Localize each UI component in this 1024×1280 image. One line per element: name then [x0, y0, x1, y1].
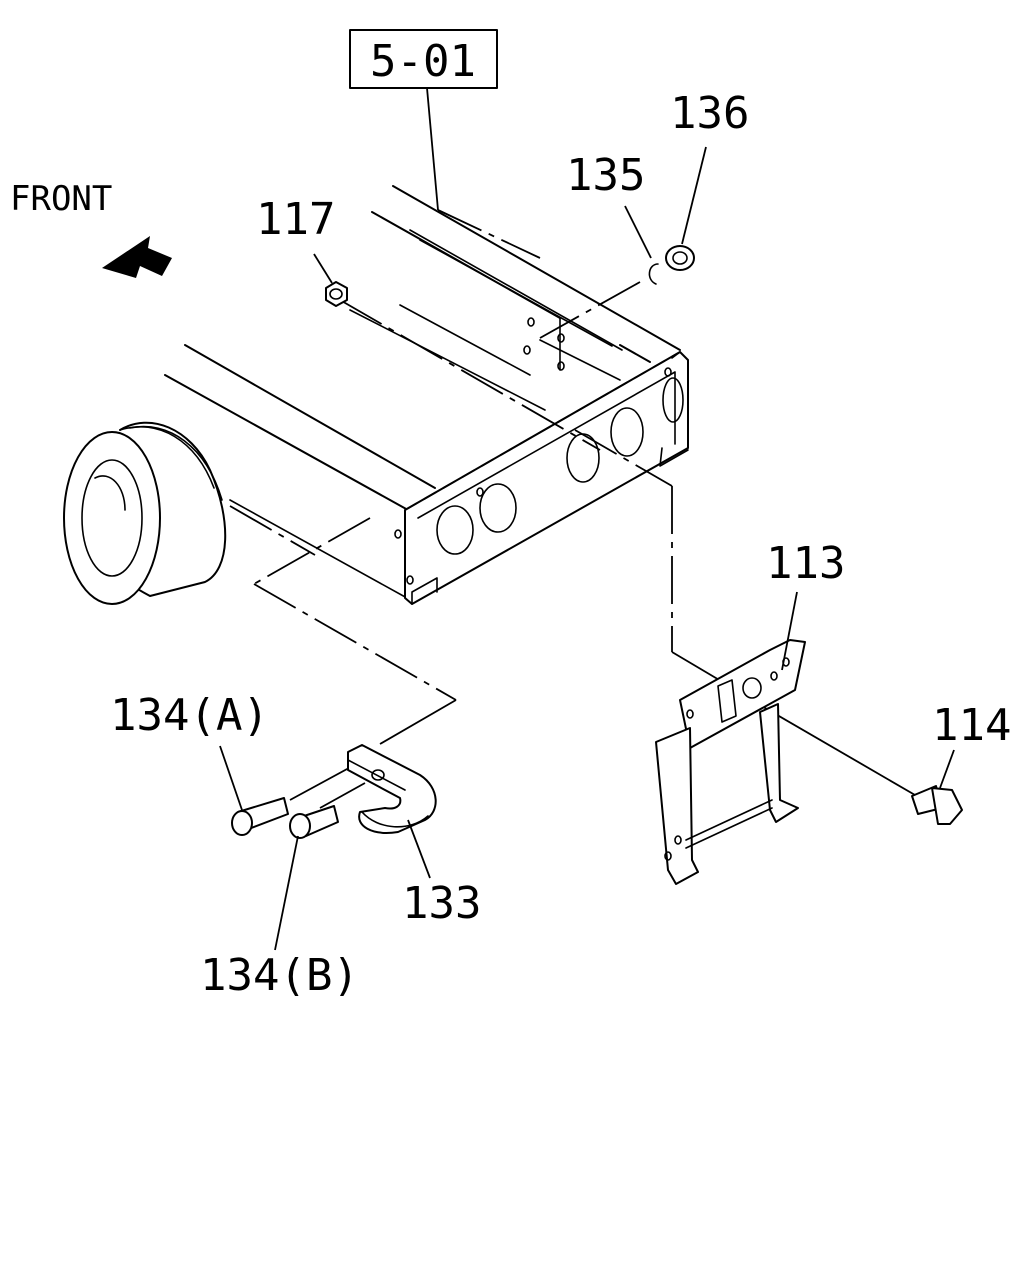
callout-134a: 134(A)	[110, 690, 269, 741]
front-arrow-icon	[102, 236, 172, 278]
reference-leader	[426, 87, 439, 211]
rear-cross-member	[394, 351, 689, 605]
frame-rails	[164, 185, 681, 599]
nut-117[interactable]	[325, 281, 348, 307]
bolt-134-b[interactable]	[289, 805, 339, 839]
bracket-113[interactable]	[655, 639, 806, 885]
callout-134b: 134(B)	[200, 950, 359, 1001]
reference-box[interactable]: 5-01	[349, 29, 498, 89]
tow-hook-133[interactable]	[347, 744, 437, 834]
washer-135[interactable]	[648, 263, 659, 285]
callout-133: 133	[402, 878, 481, 929]
callout-135: 135	[566, 150, 645, 201]
rear-wheel	[63, 421, 227, 605]
front-label: FRONT	[10, 179, 112, 219]
reference-box-label: 5-01	[370, 36, 476, 87]
callout-117: 117	[256, 194, 335, 245]
bolt-114[interactable]	[911, 785, 963, 825]
callout-136: 136	[670, 88, 749, 139]
bolt-134-a[interactable]	[231, 797, 289, 836]
assembly-lines	[229, 209, 916, 809]
nut-136[interactable]	[665, 245, 695, 271]
callout-114: 114	[932, 700, 1011, 751]
callout-113: 113	[766, 538, 845, 589]
callout-leaders	[219, 146, 955, 951]
